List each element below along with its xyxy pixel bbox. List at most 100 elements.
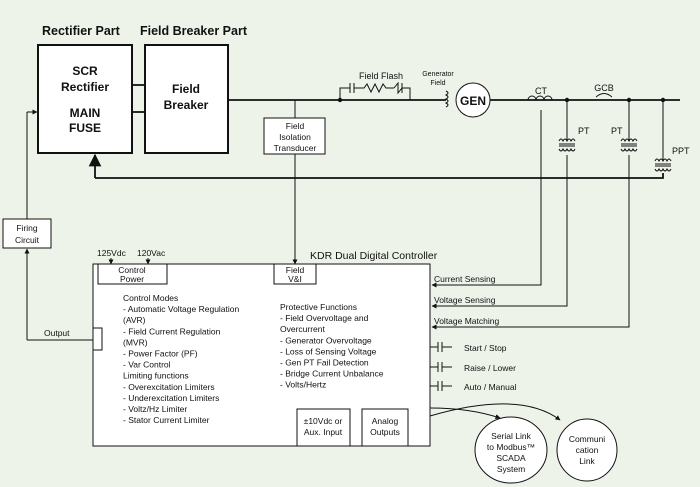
aux-input-line2: Aux. Input <box>304 427 343 437</box>
pt2-secondary-coil <box>620 147 638 152</box>
control-mode-line: - Power Factor (PF) <box>123 349 198 359</box>
control-power-line2: Power <box>120 274 144 284</box>
gcb-breaker-symbol <box>595 93 613 98</box>
ct-label: CT <box>535 86 547 96</box>
voltage-sensing-label: Voltage Sensing <box>434 295 496 305</box>
control-mode-line: (AVR) <box>123 315 146 325</box>
protective-function-line: - Volts/Hertz <box>280 380 326 390</box>
field-isolation-line1: Field <box>286 121 305 131</box>
analog-outputs-box <box>361 408 409 447</box>
voltage-sensing-wire <box>431 155 568 309</box>
firing-circuit-line2: Circuit <box>15 235 40 245</box>
control-mode-line: (MVR) <box>123 337 148 347</box>
voltage-matching-label: Voltage Matching <box>434 316 499 326</box>
ppt-secondary-coil <box>654 167 672 172</box>
ppt-feedback-line <box>95 173 664 179</box>
voltage-matching-wire <box>431 155 630 330</box>
communication-link-oval <box>556 418 618 482</box>
field-flash-wire-left <box>339 87 350 100</box>
control-mode-line: - Var Control <box>123 360 171 370</box>
field-isolation-line3: Transducer <box>274 143 317 153</box>
control-mode-line: - Stator Current Limiter <box>123 415 210 425</box>
gen-label: GEN <box>460 94 486 108</box>
field-vi-line2: V&I <box>288 274 302 284</box>
serial-link-oval <box>474 416 548 484</box>
pt1-secondary-coil <box>558 147 576 152</box>
protective-function-line: Protective Functions <box>280 302 357 312</box>
rectifier-line2: Rectifier <box>61 80 109 94</box>
pt2-label: PT <box>611 126 623 136</box>
control-mode-line: Control Modes <box>123 293 178 303</box>
serial-link-wire <box>429 407 501 419</box>
serial-link-line1: Serial Link <box>491 431 531 441</box>
rectifier-part-heading: Rectifier Part <box>42 24 121 38</box>
generator-field-label-1: Generator <box>422 71 454 78</box>
scr-rectifier-box <box>37 44 133 154</box>
field-isolation-line2: Isolation <box>279 132 311 142</box>
output-port <box>92 327 103 351</box>
communication-link-line1: Communi <box>569 434 605 444</box>
pt2-primary-coil <box>620 138 638 143</box>
current-sensing-wire <box>431 110 542 288</box>
control-mode-line: - Underexcitation Limiters <box>123 393 219 403</box>
control-mode-line: - Overexcitation Limiters <box>123 382 215 392</box>
control-mode-line: Limiting functions <box>123 371 189 381</box>
protective-function-line: - Gen PT Fail Detection <box>280 358 369 368</box>
field-breaker-line2: Breaker <box>164 98 209 112</box>
protective-function-line: Overcurrent <box>280 324 326 334</box>
auto-manual-label: Auto / Manual <box>464 382 517 392</box>
protective-function-line: - Loss of Sensing Voltage <box>280 346 377 356</box>
communication-link-line3: Link <box>579 456 595 466</box>
communication-link-wire <box>429 403 561 421</box>
aux-input-box <box>296 408 351 447</box>
control-mode-line: - Automatic Voltage Regulation <box>123 304 240 314</box>
gcb-label: GCB <box>594 83 614 93</box>
current-sensing-label: Current Sensing <box>434 274 496 284</box>
analog-outputs-line1: Analog <box>372 416 399 426</box>
output-label: Output <box>44 328 70 338</box>
field-breaker-part-heading: Field Breaker Part <box>140 24 248 38</box>
communication-link-line2: cation <box>576 445 599 455</box>
field-flash-resistor <box>354 82 394 94</box>
protective-function-line: - Bridge Current Unbalance <box>280 369 384 379</box>
raise-lower-label: Raise / Lower <box>464 363 516 373</box>
ct-coil <box>527 95 553 101</box>
supply-120vac: 120Vac <box>137 248 166 258</box>
ppt-primary-coil <box>654 158 672 163</box>
pt1-label: PT <box>578 126 590 136</box>
serial-link-line3: SCADA <box>496 453 526 463</box>
generator-field-coil <box>444 90 449 108</box>
start-stop-label: Start / Stop <box>464 343 507 353</box>
ppt-label: PPT <box>672 146 690 156</box>
supply-125vdc: 125Vdc <box>97 248 127 258</box>
protective-function-line: - Generator Overvoltage <box>280 335 372 345</box>
aux-input-line1: ±10Vdc or <box>304 416 343 426</box>
rectifier-line3: MAIN <box>70 106 101 120</box>
controller-title: KDR Dual Digital Controller <box>310 250 438 262</box>
field-vi-line1: Field <box>286 265 305 275</box>
control-power-box <box>97 263 168 285</box>
serial-link-line4: System <box>497 464 525 474</box>
rectifier-line1: SCR <box>72 64 98 78</box>
field-breaker-line1: Field <box>172 82 200 96</box>
field-flash-diode <box>393 81 403 95</box>
field-vi-box <box>273 263 317 285</box>
field-breaker-box <box>144 44 229 154</box>
firing-circuit-line1: Firing <box>16 223 38 233</box>
analog-outputs-line2: Outputs <box>370 427 400 437</box>
serial-link-line2: to Modbus™ <box>487 442 535 452</box>
field-flash-label: Field Flash <box>359 71 403 81</box>
generator-field-label-2: Field <box>430 80 445 87</box>
control-power-line1: Control <box>118 265 146 275</box>
control-mode-line: - Field Current Regulation <box>123 326 221 336</box>
control-modes-list: Control Modes - Automatic Voltage Regula… <box>123 293 240 425</box>
rectifier-line4: FUSE <box>69 121 101 135</box>
pt1-primary-coil <box>558 138 576 143</box>
field-flash-wire-right <box>402 87 411 100</box>
protective-function-line: - Field Overvoltage and <box>280 313 369 323</box>
firing-circuit-box <box>2 218 52 249</box>
protective-functions-list: Protective Functions - Field Overvoltage… <box>280 302 384 390</box>
control-mode-line: - Voltz/Hz Limiter <box>123 404 187 414</box>
